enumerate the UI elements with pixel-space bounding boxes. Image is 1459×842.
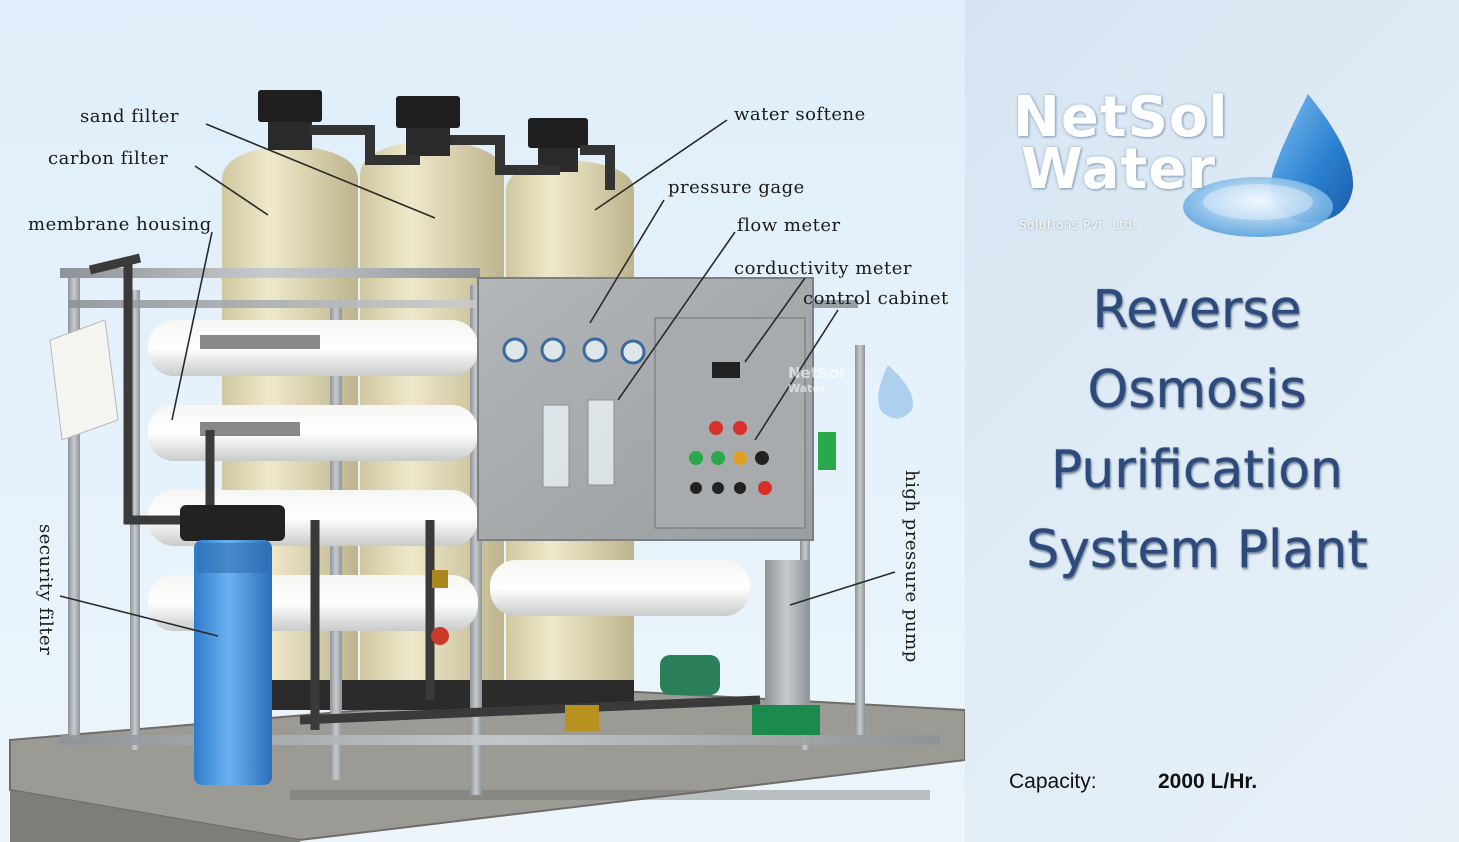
- label-high-pressure-pump: high pressure pump: [901, 470, 922, 663]
- netsol-logo: NetSol Water Solutions Pvt. Ltd.: [1013, 85, 1373, 252]
- capacity-label: Capacity:: [1009, 770, 1097, 793]
- page-title: Reverse Osmosis Purification System Plan…: [1026, 280, 1368, 580]
- product-image-panel: sand filter carbon filter membrane housi…: [0, 0, 965, 842]
- label-leader-lines: [59, 119, 896, 637]
- control-valves: [258, 90, 615, 190]
- watermark-drop-icon: [878, 365, 913, 419]
- control-cabinet-box: [477, 277, 814, 541]
- label-security-filter: security filter: [35, 524, 56, 656]
- security-filter-housing: [180, 505, 285, 785]
- logo-text: NetSol Water: [1013, 85, 1229, 202]
- label-membrane-housing: membrane housing: [28, 214, 212, 235]
- label-pressure-gage: pressure gage: [668, 177, 805, 198]
- inspection-tag: [49, 319, 119, 441]
- pump-assembly: [660, 432, 836, 735]
- water-drop-icon: [1183, 94, 1354, 237]
- capacity-value: 2000 L/Hr.: [1158, 770, 1258, 793]
- label-carbon-filter: carbon filter: [48, 148, 169, 169]
- label-water-softener: water softene: [734, 104, 866, 125]
- label-control-cabinet: control cabinet: [803, 288, 949, 309]
- valves-fittings: [431, 570, 599, 731]
- label-conductivity-meter: corductivity meter: [734, 258, 912, 279]
- watermark-logo: NetSol Water: [788, 364, 845, 396]
- ro-plant-illustration: [9, 90, 965, 842]
- info-panel: [965, 0, 1459, 842]
- label-sand-filter: sand filter: [80, 106, 179, 127]
- label-flow-meter: flow meter: [737, 215, 841, 236]
- logo-tagline: Solutions Pvt. Ltd.: [1019, 218, 1137, 232]
